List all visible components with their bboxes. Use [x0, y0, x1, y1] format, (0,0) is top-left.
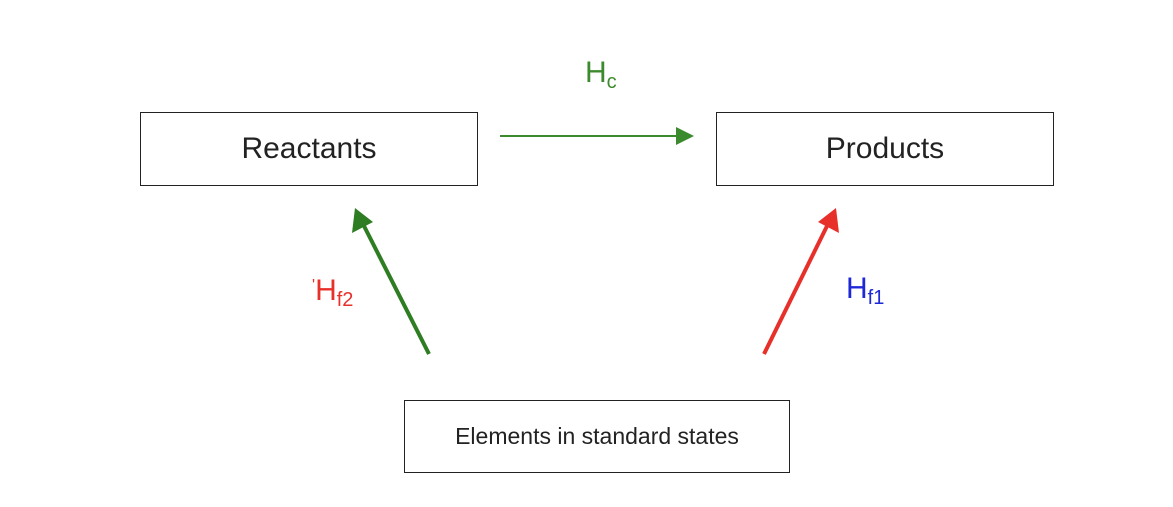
reactants-box: Reactants — [140, 112, 478, 186]
formation-reactants-arrowhead — [352, 208, 373, 233]
reactants-label: Reactants — [241, 132, 377, 165]
combustion-enthalpy-label: Hc — [585, 56, 617, 93]
formation-products-enthalpy-symbol: H — [846, 272, 868, 305]
combustion-enthalpy-symbol: H — [585, 56, 607, 89]
formation-products-enthalpy-subscript: f1 — [867, 287, 885, 309]
formation-reactants-arrow — [360, 221, 431, 355]
formation-products-arrow — [762, 221, 831, 355]
formation-reactants-prefix-mark: ' — [312, 277, 316, 294]
combustion-enthalpy-subscript: c — [606, 71, 617, 93]
formation-reactants-enthalpy-label: 'Hf2 — [312, 274, 354, 311]
formation-products-arrowhead — [818, 208, 839, 233]
elements-label: Elements in standard states — [455, 423, 739, 449]
products-label: Products — [825, 132, 945, 165]
formation-reactants-enthalpy-symbol: H — [315, 274, 337, 307]
products-box: Products — [716, 112, 1054, 186]
formation-products-enthalpy-label: Hf1 — [846, 272, 885, 309]
combustion-arrowhead — [676, 127, 694, 145]
formation-reactants-enthalpy-subscript: f2 — [336, 289, 354, 311]
elements-box: Elements in standard states — [404, 400, 790, 473]
